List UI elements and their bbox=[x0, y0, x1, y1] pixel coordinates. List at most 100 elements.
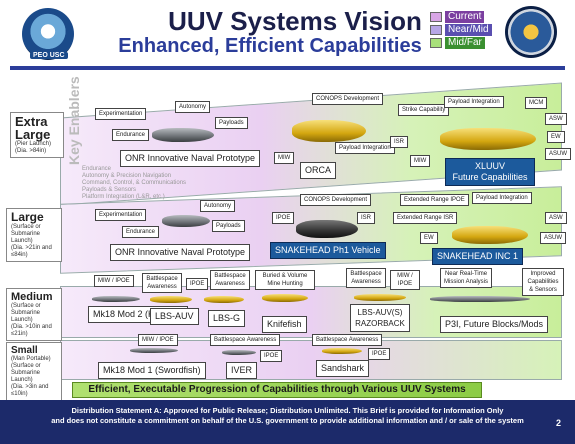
key-enablers-list: Endurance Autonomy & Precision Navigatio… bbox=[82, 166, 186, 201]
program-onr-inp-xl: ONR Innovative Naval Prototype bbox=[120, 150, 261, 167]
cap-box: Autonomy bbox=[175, 101, 211, 113]
program-iver: IVER bbox=[226, 362, 258, 379]
onr-vehicle-l bbox=[162, 215, 210, 227]
class-dia: (Dia. >3in and ≤10in) bbox=[11, 384, 49, 397]
legend-item-current: Current bbox=[430, 10, 492, 23]
cap-box: IPOE bbox=[368, 348, 391, 360]
cap-box: Battlespace Awareness bbox=[210, 270, 250, 290]
cap-box: Buried & Volume Mine Hunting bbox=[255, 270, 315, 290]
cap-box: EW bbox=[547, 131, 565, 143]
xluuv-vehicle bbox=[440, 128, 536, 150]
page-title: UUV Systems Vision bbox=[168, 6, 422, 36]
enabler-item: Command, Control, & Communications bbox=[82, 180, 187, 186]
header-divider bbox=[10, 66, 565, 70]
program-lbs-auv: LBS-AUV bbox=[150, 308, 199, 325]
program-xluuv-desc: Future Capabilities bbox=[452, 172, 528, 182]
enabler-item: Payloads & Sensors bbox=[82, 187, 137, 193]
legend-item-mid-far: Mid/Far bbox=[430, 36, 492, 49]
knifefish-vehicle bbox=[262, 294, 308, 302]
legend-label: Mid/Far bbox=[445, 36, 485, 49]
cap-box: Improved Capabilities & Sensors bbox=[522, 268, 564, 296]
summary-banner: Efficient, Executable Progression of Cap… bbox=[72, 382, 482, 398]
legend-swatch bbox=[430, 11, 442, 22]
program-orca: ORCA bbox=[300, 162, 337, 179]
cap-box: Battlespace Awareness bbox=[312, 334, 383, 346]
cap-box: ISR bbox=[357, 212, 376, 224]
cap-box: ISR bbox=[390, 136, 409, 148]
class-title: Small bbox=[11, 345, 38, 356]
class-label-medium: Medium (Surface or Submarine Launch) (Di… bbox=[6, 288, 62, 341]
program-lbs-g: LBS-G bbox=[208, 310, 246, 327]
class-dia: (Dia. >10in and ≤21in) bbox=[11, 324, 52, 337]
cap-box: MIW bbox=[274, 152, 295, 164]
cap-box: Endurance bbox=[122, 226, 160, 238]
class-sub: (Surface or Submarine Launch) bbox=[11, 224, 41, 244]
cap-box: Endurance bbox=[112, 129, 150, 141]
program-xluuv: XLUUV Future Capabilities bbox=[445, 158, 535, 186]
program-razorback: LBS-AUV(S) RAZORBACK bbox=[350, 304, 410, 332]
cap-box: CONOPS Development bbox=[312, 93, 384, 105]
cap-box: Payload Integration bbox=[335, 142, 395, 154]
class-title: Extra bbox=[15, 114, 48, 129]
onr-vehicle-xl bbox=[152, 128, 214, 142]
class-sub: (Surface or Submarine Launch) bbox=[11, 303, 41, 323]
footer-bar bbox=[0, 400, 575, 444]
cap-box: MIW / IPOE bbox=[94, 275, 134, 287]
cap-box: MIW / IPOE bbox=[390, 270, 420, 290]
cap-box: Experimentation bbox=[95, 209, 147, 221]
cap-box: Experimentation bbox=[95, 108, 147, 120]
program-snakehead-ph1: SNAKEHEAD Ph1 Vehicle bbox=[270, 242, 386, 259]
key-enablers-label: Key Enablers bbox=[66, 76, 82, 165]
sandshark-vehicle bbox=[322, 348, 362, 354]
cap-box: IPOE bbox=[272, 212, 295, 224]
cap-box: IPOE bbox=[186, 278, 209, 290]
cap-box: Payload Integration bbox=[444, 96, 504, 108]
cap-box: EW bbox=[420, 232, 438, 244]
cap-box: ASW bbox=[545, 113, 567, 125]
class-title: Medium bbox=[11, 291, 53, 303]
lbs-g-vehicle bbox=[204, 296, 244, 303]
class-label-small: Small (Man Portable) (Surface or Submari… bbox=[6, 342, 62, 401]
cap-box: Battlespace Awareness bbox=[346, 268, 386, 288]
cap-box: Autonomy bbox=[200, 200, 236, 212]
enabler-item: Autonomy & Precision Navigation bbox=[82, 173, 172, 179]
class-label-large: Large (Surface or Submarine Launch) (Dia… bbox=[6, 208, 62, 262]
distribution-line-1: Distribution Statement A: Approved for P… bbox=[71, 406, 504, 415]
legend-swatch bbox=[430, 24, 442, 35]
mk18-mod1-vehicle bbox=[130, 348, 178, 353]
program-onr-inp-l: ONR Innovative Naval Prototype bbox=[110, 244, 251, 261]
program-knifefish: Knifefish bbox=[262, 316, 307, 333]
mk18-mod2-vehicle bbox=[92, 296, 140, 302]
program-seal bbox=[505, 6, 557, 58]
cap-box: MIW bbox=[410, 155, 431, 167]
snakehead-ph1-vehicle bbox=[296, 220, 358, 238]
peo-usc-seal bbox=[22, 8, 74, 60]
legend-label: Current bbox=[445, 10, 485, 23]
cap-box: Extended Range IPOE bbox=[400, 194, 469, 206]
class-dia: (Dia. >21in and ≤84in) bbox=[11, 245, 52, 258]
cap-box: CONOPS Development bbox=[300, 194, 372, 206]
cap-box: ASUW bbox=[545, 148, 571, 160]
program-p3i: P3I, Future Blocks/Mods bbox=[440, 316, 549, 333]
program-xluuv-name: XLUUV bbox=[474, 161, 505, 171]
page-number: 2 bbox=[556, 418, 562, 428]
razorback-vehicle bbox=[354, 294, 406, 301]
legend-swatch bbox=[430, 37, 442, 48]
cap-box: Extended Range ISR bbox=[393, 212, 458, 224]
cap-box: Near Real-Time Mission Analysis bbox=[440, 268, 492, 288]
class-title: Large bbox=[15, 127, 51, 142]
enabler-item: Endurance bbox=[82, 166, 112, 172]
class-sub: (Man Portable) (Surface or Submarine Lau… bbox=[11, 356, 51, 383]
iver-vehicle bbox=[222, 350, 256, 355]
legend: Current Near/Mid Mid/Far bbox=[430, 10, 492, 49]
legend-label: Near/Mid bbox=[445, 23, 492, 36]
cap-box: ASUW bbox=[540, 232, 566, 244]
cap-box: Payloads bbox=[215, 117, 248, 129]
cap-box: IPOE bbox=[260, 350, 283, 362]
program-sandshark: Sandshark bbox=[316, 360, 370, 377]
legend-item-near-mid: Near/Mid bbox=[430, 23, 492, 36]
cap-box: Strike Capability bbox=[398, 104, 450, 116]
class-title: Large bbox=[11, 210, 44, 224]
distribution-line-2: and does not constitute a commitment on … bbox=[51, 416, 524, 425]
cap-box: Battlespace Awareness bbox=[210, 334, 281, 346]
